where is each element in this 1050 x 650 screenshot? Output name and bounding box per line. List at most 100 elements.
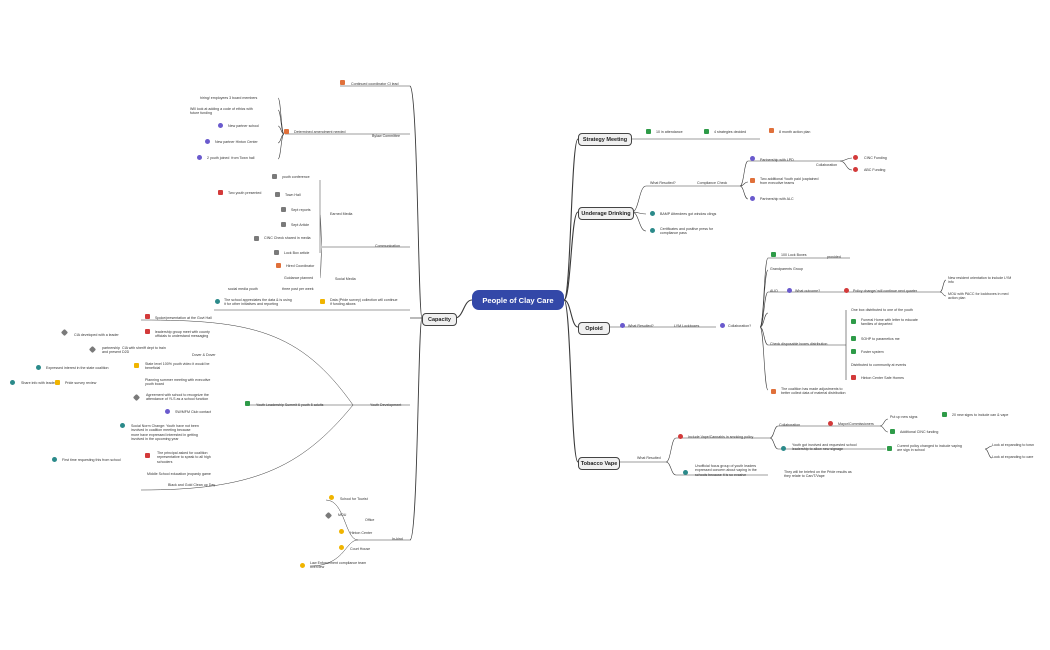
label-dover[interactable]: Dover & Dover [192, 353, 216, 357]
label-sohp[interactable]: SOHP to parametics me [861, 337, 900, 341]
label-agreement[interactable]: Agreement with school to recognize the a… [146, 393, 209, 402]
label-continued[interactable]: Continued coordinator Cl lead [351, 82, 399, 86]
label-swmfm[interactable]: SW/MFM Club contact [175, 410, 211, 414]
label-court[interactable]: Court House [350, 547, 371, 551]
label-town-hall[interactable]: Town Hall [285, 193, 301, 197]
label-social-youth[interactable]: social media youth [228, 287, 258, 291]
label-funeral-home[interactable]: Funeral Home with letter to educate fami… [861, 318, 918, 327]
label-distributed-events[interactable]: Distributed to community at events [851, 363, 907, 367]
label-what-resulted[interactable]: What Resulted? [628, 324, 654, 328]
label-mou-pacc[interactable]: MOU with PACC for lockboxes in med actio… [948, 292, 1009, 301]
label-compliance-check[interactable]: Compliance Check [697, 181, 728, 185]
label-grandparents[interactable]: Grandparents Group [770, 267, 803, 271]
label-pride-review[interactable]: Pride survey review [65, 381, 97, 385]
label-lym-lockboxes[interactable]: LYM Lockboxes [674, 324, 700, 328]
label-youth-paid[interactable]: Two additional Youth paid (captained fro… [760, 177, 819, 186]
label-collaboration[interactable]: Collaboration [779, 423, 801, 427]
label-plan[interactable]: 8 month action plan [779, 130, 811, 134]
label-in-kind[interactable]: In-kind [392, 537, 403, 541]
label-lock-boxes[interactable]: 100 Lock Boxes [781, 253, 807, 257]
label-principal[interactable]: The principal asked for coalition repres… [157, 451, 211, 464]
label-school-town[interactable]: School for Tourist [340, 497, 368, 501]
label-what-outcome[interactable]: What outcome? [795, 289, 821, 293]
label-partnership-alc[interactable]: Partnership with ALC [760, 197, 794, 201]
label-social-media[interactable]: Social Media [335, 277, 356, 281]
label-one-box[interactable]: One box distributed to one of the youth [851, 308, 913, 312]
label-hinton-safe-homes[interactable]: Hinton Center Safe Homes [861, 376, 904, 380]
label-abc-funding[interactable]: ABC Funding [864, 168, 886, 172]
topic-tobacco-vape[interactable]: Tobacco Vape [578, 457, 620, 470]
label-include-vape[interactable]: Include Vape/Cannabis in smoking policy [688, 435, 754, 439]
label-social-norm[interactable]: Social Norm Change: Youth have not been … [131, 424, 199, 441]
label-leadership[interactable]: leadership group meet with county offici… [155, 330, 210, 339]
label-youth-school[interactable]: Youth got involved and requested school … [792, 443, 857, 452]
topic-capacity[interactable]: Capacity [422, 313, 457, 326]
label-sept-reports[interactable]: Sept reports [291, 208, 311, 212]
label-partnership-cia[interactable]: partnership CIA with sheriff dept to tra… [102, 346, 166, 355]
label-office[interactable]: Office [365, 518, 375, 522]
label-share-leaders[interactable]: Share info with leaders [21, 381, 58, 385]
label-state-level[interactable]: State level 100% youth video it would be… [145, 362, 210, 371]
label-new-resident[interactable]: New resident orientation to include LYM … [948, 276, 1012, 285]
label-ethics[interactable]: Will look at adding a code of ethics wit… [190, 107, 253, 116]
label-foster[interactable]: Foster system [861, 350, 884, 354]
label-yls[interactable]: Youth Leadership Summit 6 youth 5 adults [256, 403, 324, 407]
label-new-signs[interactable]: Put up new signs [890, 415, 918, 419]
label-auo[interactable]: AUO [770, 289, 778, 293]
label-hinton[interactable]: Hinton Center [350, 531, 373, 535]
label-youth-conference[interactable]: youth conference [282, 175, 310, 179]
label-planning[interactable]: Planning summer meeting with executive y… [145, 378, 211, 387]
label-mou[interactable]: MOU [338, 513, 347, 517]
label-earned-media[interactable]: Earned Media [330, 212, 353, 216]
label-first-time[interactable]: First time requesting this from school [62, 458, 121, 462]
topic-underage-drinking[interactable]: Underage Drinking [578, 207, 634, 220]
label-hiring[interactable]: hiring/ employees 3 board members [200, 96, 258, 100]
label-partnership-lpd[interactable]: Partnership with LPD [760, 158, 794, 162]
label-expressed[interactable]: Expressed interest in the state coalitio… [46, 366, 109, 370]
label-what-resulted[interactable]: What Resulted? [650, 181, 676, 185]
label-new-hinton[interactable]: New partner Hinton Center [215, 140, 258, 144]
label-guidance[interactable]: Guidance planned [284, 276, 314, 280]
label-briefed[interactable]: They will be briefed on the Pride result… [784, 470, 852, 479]
label-cinc-check[interactable]: CINC Check shared in media [264, 236, 311, 240]
label-unofficial-group[interactable]: Unofficial focus group of youth leaders … [695, 464, 757, 477]
label-school-data[interactable]: The school appreciates the data & is usi… [224, 298, 292, 307]
label-check-distribution[interactable]: Check disposable boxes distribution [770, 342, 828, 346]
label-attendance[interactable]: 10 in attendance [656, 130, 683, 134]
label-collaboration[interactable]: Collaboration [816, 163, 838, 167]
label-bamp[interactable]: BAMP Attendees got window clings [660, 212, 717, 216]
label-communication[interactable]: Communication [375, 244, 400, 248]
topic-strategy-meeting[interactable]: Strategy Meeting [578, 133, 632, 146]
label-middle-school[interactable]: Middle School education jeopardy game [147, 472, 211, 476]
label-20-signs[interactable]: 20 new signs to include can & vape [952, 413, 1009, 417]
label-adjustments[interactable]: The coalition has made adjustments to be… [781, 387, 846, 396]
topic-opioid[interactable]: Opioid [578, 322, 610, 335]
label-youth-joined[interactable]: 2 youth joined from Town hall [207, 156, 255, 160]
label-cia[interactable]: CIA developed with a leader [74, 333, 119, 337]
central-topic[interactable]: People of Clay Care [472, 290, 564, 310]
label-look-care[interactable]: Look at expanding to care [992, 455, 1034, 459]
label-mayor[interactable]: Mayor/Commissioners [838, 422, 874, 426]
label-current-policy[interactable]: Current policy changed to include vaping… [897, 444, 962, 453]
label-new-school[interactable]: New partner school [228, 124, 259, 128]
label-determined[interactable]: Determined amendment needed [294, 130, 346, 134]
label-what-resulted[interactable]: What Resulted [637, 456, 661, 460]
label-collaboration[interactable]: Collaboration? [728, 324, 752, 328]
label-bylaw[interactable]: Bylaw Committee [372, 134, 400, 138]
label-two-youth[interactable]: Two youth presented [228, 191, 262, 195]
label-youth-dev[interactable]: Youth Development [370, 403, 402, 407]
label-black-gold[interactable]: Black and Gold Clean up Day [168, 483, 216, 487]
label-look-town[interactable]: Look at expanding to town [992, 443, 1034, 447]
label-data-pride[interactable]: Data (Pride survey) collection will cont… [330, 298, 398, 307]
label-sept-article[interactable]: Sept Article [291, 223, 310, 227]
label-cinc-funding[interactable]: Additional CINC funding [900, 430, 939, 434]
label-certificates[interactable]: Certificates and positive press for comp… [660, 227, 714, 236]
label-lock-box-article[interactable]: Lock Box article [284, 251, 310, 255]
label-law[interactable]: Law Enforcement compliance team overview [310, 561, 367, 570]
label-three-post[interactable]: three post per week [282, 287, 314, 291]
label-provided[interactable]: provided [827, 255, 841, 259]
label-hired[interactable]: Hired Coordinator [286, 264, 315, 268]
label-spoke[interactable]: Spoke/presentation at the Govt Hall [155, 316, 212, 320]
label-cinc-funding[interactable]: CINC Funding [864, 156, 887, 160]
label-strategies[interactable]: 4 strategies decided [714, 130, 747, 134]
